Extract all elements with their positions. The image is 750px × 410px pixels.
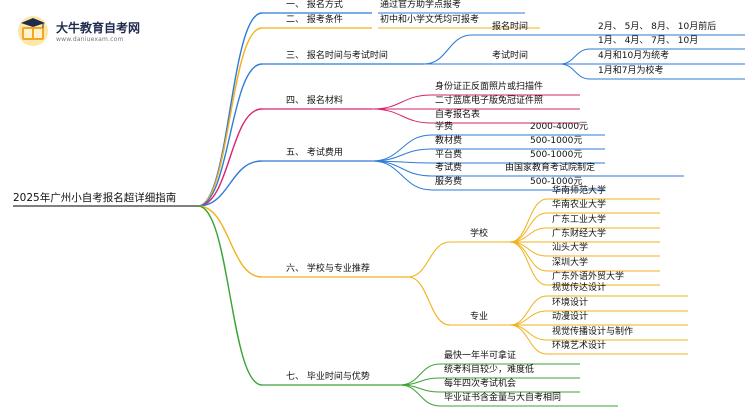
leaf-label: 4月和10月为统考 <box>598 51 670 61</box>
leaf-label: 自考报名表 <box>435 110 481 120</box>
graduation-book-icon <box>18 16 48 46</box>
logo: 大牛教育自考网 www.daniuexam.com <box>14 14 174 54</box>
fee-value: 500-1000元 <box>530 136 583 146</box>
leaf-connector <box>559 48 591 65</box>
leaf-connector <box>371 148 433 162</box>
leaf-label: 深圳大学 <box>552 258 589 268</box>
leaf-connector <box>509 241 548 257</box>
fee-value: 500-1000元 <box>530 150 583 160</box>
logo-url: www.daniuexam.com <box>56 36 124 43</box>
group-connector <box>407 276 451 326</box>
logo-title: 大牛教育自考网 <box>56 21 141 35</box>
leaf-connector <box>509 241 548 272</box>
leaf-label: 1月、 4月、 7月、 10月 <box>598 36 699 46</box>
fee-name: 教材费 <box>435 136 463 146</box>
leaf-label: 二寸蓝底电子版免冠证件照 <box>435 96 544 106</box>
leaf-label: 广东工业大学 <box>552 215 607 225</box>
fee-value: 500-1000元 <box>530 177 583 187</box>
leaf-label: 环境设计 <box>552 298 589 308</box>
group-label: 专业 <box>470 312 489 322</box>
fee-value: 2000-4000元 <box>530 122 589 132</box>
leaf-connector <box>371 134 433 162</box>
leaf-label: 2月、 5月、 8月、 10月前后 <box>598 22 717 32</box>
fee-value: 由国家教育考试院制定 <box>505 163 596 173</box>
leaf-connector <box>371 160 433 191</box>
leaf-label: 视觉传达设计 <box>552 283 607 293</box>
leaf-label: 毕业证书含金量与大自考相同 <box>444 393 562 403</box>
group-label: 考试时间 <box>492 51 529 61</box>
leaf-label: 广东外语外贸大学 <box>552 272 625 282</box>
leaf-label: 最快一年半可拿证 <box>444 351 517 361</box>
leaf-connector <box>509 324 548 341</box>
branch-label: 一、 报名方式 <box>286 0 343 10</box>
leaf-connector <box>559 63 591 80</box>
branch-connector <box>197 160 263 207</box>
leaf-label: 汕头大学 <box>552 243 589 253</box>
branch-label: 七、 毕业时间与优势 <box>286 372 370 382</box>
leaf-label: 华南师范大学 <box>552 186 607 196</box>
leaf-label: 身份证正反面照片或扫描件 <box>435 82 544 92</box>
branch-label: 四、 报名材料 <box>286 96 343 106</box>
branch-label: 三、 报名时间与考试时间 <box>286 51 388 61</box>
leaf-connector <box>399 384 441 407</box>
leaf-connector <box>509 198 548 243</box>
fee-name: 学费 <box>435 122 454 132</box>
leaf-label: 华南农业大学 <box>552 200 607 210</box>
branch-connector <box>197 27 263 207</box>
leaf-label: 通过官方助学点报考 <box>380 0 462 10</box>
leaf-label: 动漫设计 <box>552 312 589 322</box>
leaf-connector <box>371 94 433 110</box>
leaf-connector <box>509 310 548 326</box>
branch-label: 二、 报考条件 <box>286 15 343 25</box>
leaf-label: 初中和小学文凭均可报考 <box>380 15 480 25</box>
leaf-connector <box>509 212 548 243</box>
branch-connector <box>197 205 263 278</box>
leaf-label: 每年四次考试机会 <box>444 379 517 389</box>
leaf-label: 1月和7月为校考 <box>598 66 664 76</box>
group-connector <box>423 34 473 65</box>
root-topic: 2025年广州小自考报名超详细指南 <box>13 192 177 204</box>
leaf-connector <box>509 295 548 326</box>
leaf-label: 视觉传播设计与制作 <box>552 327 634 337</box>
leaf-connector <box>509 227 548 243</box>
leaf-connector <box>509 324 548 355</box>
leaf-label: 统考科目较少，难度低 <box>444 365 535 375</box>
leaf-connector <box>371 108 433 124</box>
leaf-label: 广东财经大学 <box>552 229 607 239</box>
leaf-label: 环境艺术设计 <box>552 341 607 351</box>
branch-connector <box>197 205 263 386</box>
fee-name: 平台费 <box>435 150 463 160</box>
leaf-connector <box>509 241 548 286</box>
branch-label: 五、 考试费用 <box>286 148 343 158</box>
fee-name: 服务费 <box>435 177 463 187</box>
branch-connector <box>197 108 263 207</box>
branch-connector <box>197 63 263 207</box>
branch-label: 六、 学校与专业推荐 <box>286 264 370 274</box>
group-connector <box>407 241 451 278</box>
branch-connector <box>197 12 263 207</box>
fee-name: 考试费 <box>435 163 463 173</box>
group-label: 学校 <box>470 229 489 239</box>
group-label: 报名时间 <box>492 22 529 32</box>
